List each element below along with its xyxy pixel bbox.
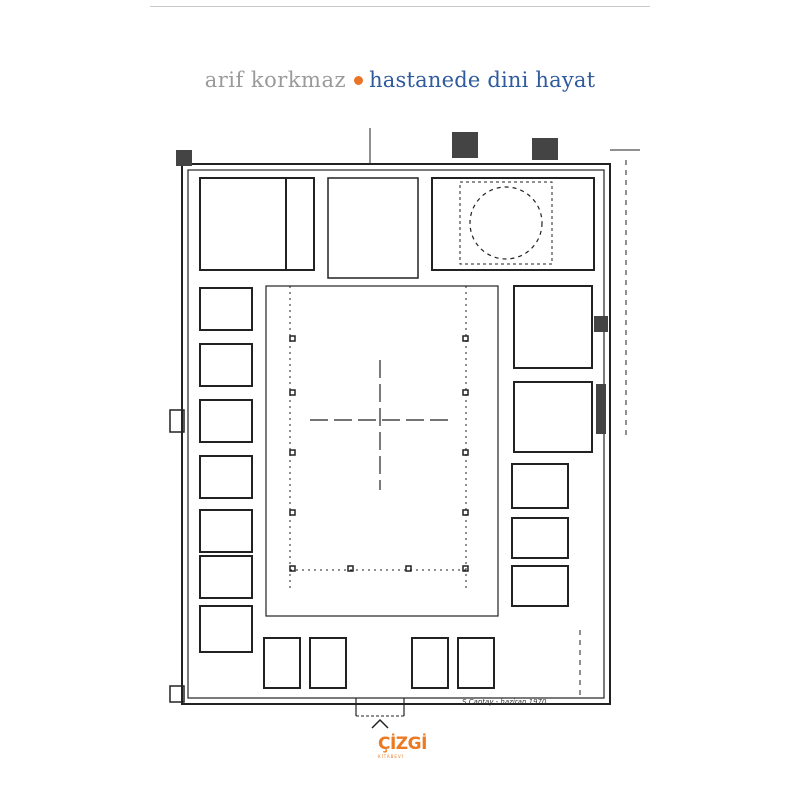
title-row: arif korkmaz hastanede dini hayat	[150, 68, 650, 108]
floor-plan-drawing	[169, 128, 640, 729]
bullet-dot-icon	[354, 76, 364, 85]
book-title: hastanede dini hayat	[369, 68, 596, 92]
publisher-name: ÇİZGİ	[378, 734, 427, 754]
top-rule	[150, 6, 650, 7]
publisher-logo: ÇİZGİ KİTABEVİ	[378, 734, 438, 760]
publisher-subtitle: KİTABEVİ	[378, 754, 404, 759]
author-name: arif korkmaz	[204, 68, 347, 92]
plan-caption: S.Cantay - haziran 1970	[462, 698, 547, 706]
